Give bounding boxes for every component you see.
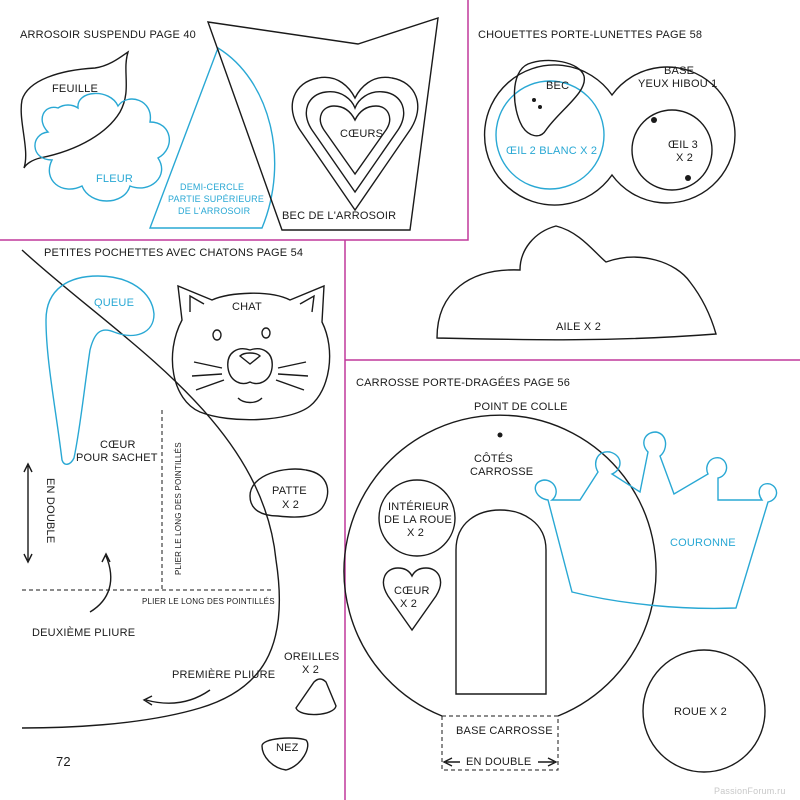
cotes-label-1: CÔTÉS xyxy=(474,452,513,465)
demi-cercle-label-2: PARTIE SUPÉRIEURE xyxy=(168,194,264,204)
coeur-sachet-shape xyxy=(21,249,280,729)
section-carrosse: CARROSSE PORTE-DRAGÉES PAGE 56 POINT DE … xyxy=(343,376,778,773)
cotes-label-2: CARROSSE xyxy=(470,466,533,478)
en-double-arrow-heads xyxy=(23,462,33,564)
coeurs-label: CŒURS xyxy=(340,128,383,140)
aile-shape xyxy=(436,225,717,341)
demi-cercle-label-3: DE L'ARROSOIR xyxy=(178,206,251,216)
deuxieme-label: DEUXIÈME PLIURE xyxy=(32,626,135,639)
premiere-arrow-head xyxy=(142,695,153,706)
chat-muzzle xyxy=(227,348,273,385)
oeil3-dot-2 xyxy=(685,175,691,181)
frame-arrosoir xyxy=(0,0,469,241)
base-en-double-label: EN DOUBLE xyxy=(466,756,531,768)
ear-right-inner xyxy=(299,294,315,313)
base-yeux-shape xyxy=(483,64,736,206)
coeur-outer xyxy=(291,76,419,212)
oeil2-shape xyxy=(495,80,605,190)
chat-shape xyxy=(171,284,331,421)
oreilles-label-2: X 2 xyxy=(302,664,319,676)
nez-shape xyxy=(261,737,309,771)
cotes-carrosse-shape xyxy=(343,414,657,717)
plier-h-label: PLIER LE LONG DES POINTILLÉS xyxy=(142,597,275,606)
chat-eye-left xyxy=(212,329,222,341)
base-en-double-arrow-heads xyxy=(442,757,558,767)
bec-chouette-label: BEC xyxy=(546,80,569,92)
patte-shape xyxy=(249,468,329,518)
oeil3-label-1: ŒIL 3 xyxy=(668,139,698,151)
patte-label-2: X 2 xyxy=(282,499,299,511)
pochettes-title: PETITES POCHETTES AVEC CHATONS PAGE 54 xyxy=(44,247,303,259)
coeur-middle xyxy=(305,91,405,194)
bec-dot-1 xyxy=(532,98,536,102)
bec-arrosoir-shape xyxy=(206,16,439,231)
watermark: PassionForum.ru xyxy=(714,786,786,796)
bec-arrosoir-label: BEC DE L'ARROSOIR xyxy=(282,210,396,222)
point-colle-dot xyxy=(497,432,503,438)
deuxieme-arrow-head xyxy=(101,552,111,563)
oeil3-label-2: X 2 xyxy=(676,152,693,164)
base-en-double-backdrop xyxy=(460,754,538,768)
premiere-arrow xyxy=(145,689,211,704)
arrosoir-title: ARROSOIR SUSPENDU PAGE 40 xyxy=(20,29,196,41)
queue-label: QUEUE xyxy=(94,297,134,309)
base-label-1: BASE xyxy=(664,65,694,77)
feuille-shape xyxy=(20,50,130,169)
interieur-roue-shape xyxy=(378,479,456,557)
couronne-shape xyxy=(534,431,778,610)
coeur-carrosse-label-2: X 2 xyxy=(400,598,417,610)
coeur-inner xyxy=(319,105,391,176)
point-colle-label: POINT DE COLLE xyxy=(474,401,568,413)
base-carrosse-shape xyxy=(441,715,559,771)
oreilles-label-1: OREILLES xyxy=(284,651,339,663)
coeur-sachet-label-2: POUR SACHET xyxy=(76,452,158,464)
oeil2-label: ŒIL 2 BLANC X 2 xyxy=(506,145,597,157)
plier-v-label: PLIER LE LONG DES POINTILLÉS xyxy=(174,442,183,575)
fleur-shape xyxy=(34,92,171,202)
demi-cercle-label-1: DEMI-CERCLE xyxy=(180,182,244,192)
bec-chouette-shape xyxy=(513,59,585,137)
ear-left-inner xyxy=(189,294,205,312)
interieur-label-2: DE LA ROUE xyxy=(384,514,452,526)
section-chouettes: CHOUETTES PORTE-LUNETTES PAGE 58 BEC ŒIL… xyxy=(436,29,736,341)
demi-cercle-shape xyxy=(148,46,276,229)
interieur-label-1: INTÉRIEUR xyxy=(388,500,449,513)
patte-label-1: PATTE xyxy=(272,485,307,497)
chat-eye-right xyxy=(261,327,271,339)
interieur-label-3: X 2 xyxy=(407,527,424,539)
coeur-sachet-label-1: CŒUR xyxy=(100,439,136,451)
deuxieme-arrow xyxy=(89,555,112,613)
coeur-carrosse-shape xyxy=(382,567,442,632)
section-pochettes: PETITES POCHETTES AVEC CHATONS PAGE 54 P… xyxy=(21,247,339,771)
carrosse-title: CARROSSE PORTE-DRAGÉES PAGE 56 xyxy=(356,376,570,389)
feuille-label: FEUILLE xyxy=(52,83,98,95)
en-double-label: EN DOUBLE xyxy=(44,478,56,543)
roue-shape xyxy=(642,649,766,773)
queue-shape xyxy=(45,275,155,465)
chouettes-title: CHOUETTES PORTE-LUNETTES PAGE 58 xyxy=(478,29,702,41)
chat-nose xyxy=(238,352,262,365)
chat-label: CHAT xyxy=(232,301,262,313)
coeur-carrosse-label-1: CŒUR xyxy=(394,585,430,597)
porte-shape xyxy=(455,509,547,695)
chat-mouth xyxy=(237,397,263,404)
bec-dot-2 xyxy=(538,105,542,109)
couronne-label: COURONNE xyxy=(670,537,736,549)
aile-label: AILE X 2 xyxy=(556,321,601,333)
section-arrosoir: ARROSOIR SUSPENDU PAGE 40 FEUILLE FLEUR … xyxy=(20,16,439,231)
page-number: 72 xyxy=(56,754,71,769)
premiere-label: PREMIÈRE PLIURE xyxy=(172,668,275,681)
oeil3-shape xyxy=(631,109,713,191)
oeil3-dot-1 xyxy=(651,117,657,123)
oreilles-shape xyxy=(295,678,337,716)
roue-label: ROUE X 2 xyxy=(674,706,727,718)
nez-label: NEZ xyxy=(276,742,299,754)
base-label-2: YEUX HIBOU 1 xyxy=(638,78,717,90)
fleur-label: FLEUR xyxy=(96,173,133,185)
chat-whiskers xyxy=(191,361,309,391)
base-carrosse-label: BASE CARROSSE xyxy=(456,725,553,737)
